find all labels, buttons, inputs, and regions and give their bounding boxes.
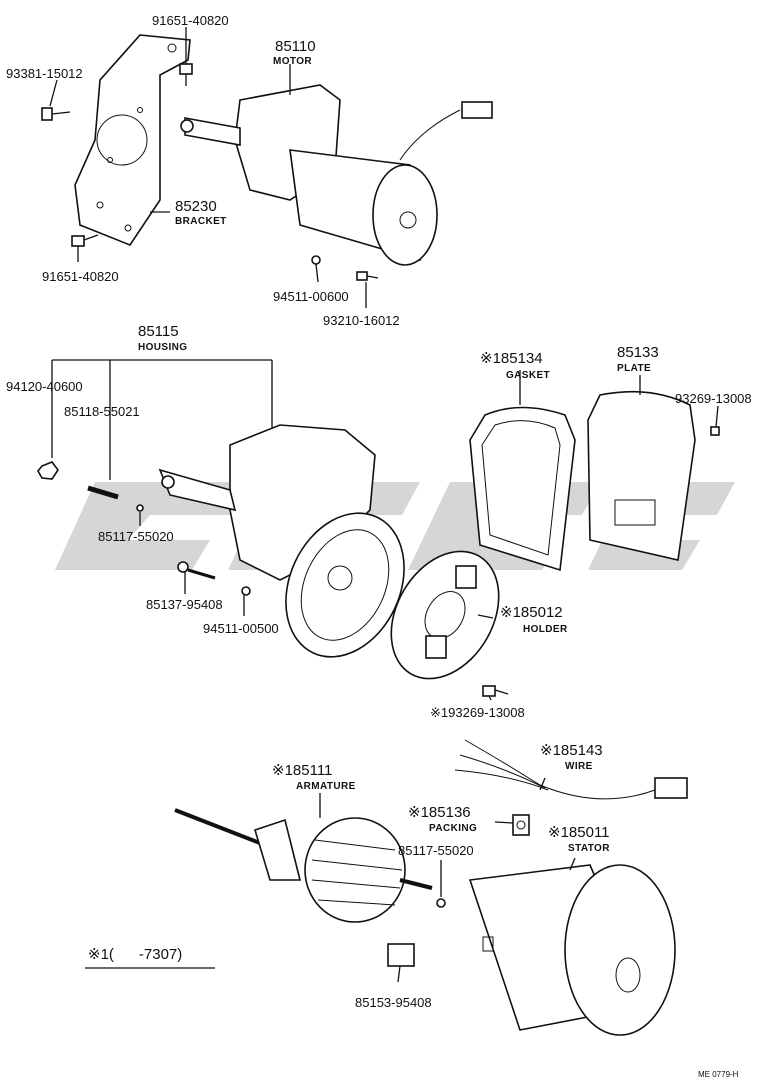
motor-assembly: [180, 84, 493, 281]
screw-part-housing: [177, 561, 216, 580]
label-185136: ※185136: [408, 804, 471, 821]
holder-part: [390, 550, 500, 680]
label-85137-95408: 85137-95408: [146, 597, 223, 612]
nut-part: [37, 461, 59, 480]
label-85118-55021: 85118-55021: [64, 404, 140, 419]
plate-part: [587, 390, 720, 561]
label-plate: PLATE: [617, 363, 652, 374]
armature-part: [174, 808, 446, 923]
label-85115: 85115: [138, 323, 179, 340]
label-91651-40820-top: 91651-40820: [152, 13, 229, 28]
label-armature: ARMATURE: [296, 781, 356, 792]
label-holder: HOLDER: [523, 624, 568, 635]
washer-part: [241, 586, 251, 596]
label-wire: WIRE: [565, 761, 593, 772]
packing-part: [512, 814, 530, 836]
bracket-part: [74, 34, 191, 246]
label-93210-16012: 93210-16012: [323, 313, 400, 328]
label-85110: 85110: [275, 38, 316, 55]
label-85117-55020-a: 85117-55020: [98, 529, 174, 544]
bolt-top: [179, 63, 193, 86]
bolt-bottom: [71, 234, 99, 247]
label-193269-13008: ※193269-13008: [430, 705, 525, 720]
ball-part: [136, 504, 144, 512]
label-185111: ※185111: [272, 762, 333, 779]
label-185134: ※185134: [480, 350, 543, 367]
label-93381-15012: 93381-15012: [6, 66, 83, 81]
wire-part: [454, 739, 688, 800]
footnote-applicability: ※1( -7307): [88, 946, 183, 963]
label-185011: ※185011: [548, 824, 610, 841]
label-housing: HOUSING: [138, 342, 188, 353]
label-93269-13008-a: 93269-13008: [675, 391, 752, 406]
drawing-code: ME 0779-H: [698, 1070, 739, 1079]
label-185143: ※185143: [540, 742, 603, 759]
label-85133: 85133: [617, 344, 659, 361]
label-bracket: BRACKET: [175, 216, 227, 227]
label-94511-00600: 94511-00600: [273, 289, 349, 304]
housing-part: [158, 424, 405, 658]
bolt-left: [41, 107, 71, 121]
stator-part: [468, 864, 676, 1036]
label-packing: PACKING: [429, 823, 478, 834]
label-85153-95408: 85153-95408: [355, 995, 432, 1010]
label-85117-55020-b: 85117-55020: [398, 843, 474, 858]
label-94511-00500: 94511-00500: [203, 621, 279, 636]
brush-part: [387, 943, 415, 967]
label-gasket: GASKET: [506, 370, 551, 381]
label-185012: ※185012: [500, 604, 563, 621]
label-motor: MOTOR: [273, 56, 313, 67]
label-94120-40600: 94120-40600: [6, 379, 83, 394]
leader-lines: [49, 27, 719, 983]
screw-part-holder: [482, 685, 509, 697]
label-85230: 85230: [175, 198, 217, 215]
stud-part: [87, 485, 119, 500]
label-stator: STATOR: [568, 843, 610, 854]
gasket-part: [469, 406, 576, 572]
label-91651-40820-bottom: 91651-40820: [42, 269, 119, 284]
